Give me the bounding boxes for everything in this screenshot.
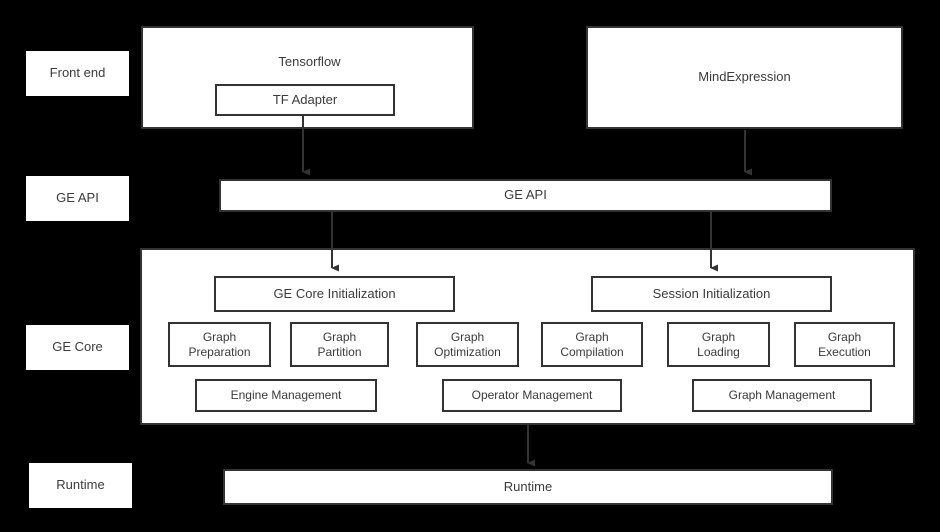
tf-adapter-box[interactable]: TF Adapter — [215, 84, 395, 116]
manager-operator-management[interactable]: Operator Management — [442, 379, 622, 412]
module-graph-optimization[interactable]: Graph Optimization — [416, 322, 519, 367]
runtime-bar-label: Runtime — [503, 478, 553, 494]
manager-graph-management-label: Graph Management — [728, 388, 836, 402]
ge-core-initialization-label: GE Core Initialization — [273, 285, 396, 301]
session-initialization-box[interactable]: Session Initialization — [591, 276, 832, 312]
session-initialization-label: Session Initialization — [652, 285, 771, 301]
layer-label-front-end-text: Front end — [49, 65, 106, 81]
module-graph-loading[interactable]: Graph Loading — [667, 322, 770, 367]
layer-label-ge-core: GE Core — [26, 325, 129, 370]
module-graph-execution[interactable]: Graph Execution — [794, 322, 895, 367]
layer-label-ge-api-text: GE API — [56, 190, 99, 206]
ge-api-bar[interactable]: GE API — [219, 179, 832, 212]
module-graph-partition[interactable]: Graph Partition — [290, 322, 389, 367]
layer-label-ge-core-text: GE Core — [52, 339, 103, 355]
manager-operator-management-label: Operator Management — [471, 388, 593, 402]
layer-label-runtime: Runtime — [29, 463, 132, 508]
module-graph-loading-label: Graph Loading — [697, 329, 740, 359]
module-graph-execution-label: Graph Execution — [818, 329, 871, 359]
manager-engine-management-label: Engine Management — [230, 388, 342, 402]
manager-engine-management[interactable]: Engine Management — [195, 379, 377, 412]
tf-adapter-label: TF Adapter — [272, 91, 338, 107]
mindexpression-box[interactable]: MindExpression — [586, 26, 903, 129]
ge-api-bar-label: GE API — [504, 187, 547, 203]
tensorflow-panel[interactable]: Tensorflow TF Adapter — [141, 26, 474, 129]
tensorflow-title: Tensorflow — [278, 54, 341, 69]
module-graph-optimization-label: Graph Optimization — [434, 329, 501, 359]
runtime-bar[interactable]: Runtime — [223, 469, 833, 505]
module-graph-partition-label: Graph Partition — [317, 329, 362, 359]
manager-graph-management[interactable]: Graph Management — [692, 379, 872, 412]
module-graph-compilation-label: Graph Compilation — [560, 329, 624, 359]
layer-label-ge-api: GE API — [26, 176, 129, 221]
module-graph-preparation[interactable]: Graph Preparation — [168, 322, 271, 367]
ge-core-panel[interactable]: GE Core Initialization Session Initializ… — [140, 248, 915, 425]
module-graph-preparation-label: Graph Preparation — [188, 329, 251, 359]
layer-label-runtime-text: Runtime — [56, 477, 105, 493]
ge-core-initialization-box[interactable]: GE Core Initialization — [214, 276, 455, 312]
layer-label-front-end: Front end — [26, 51, 129, 96]
module-graph-compilation[interactable]: Graph Compilation — [541, 322, 643, 367]
mindexpression-label: MindExpression — [698, 69, 791, 85]
